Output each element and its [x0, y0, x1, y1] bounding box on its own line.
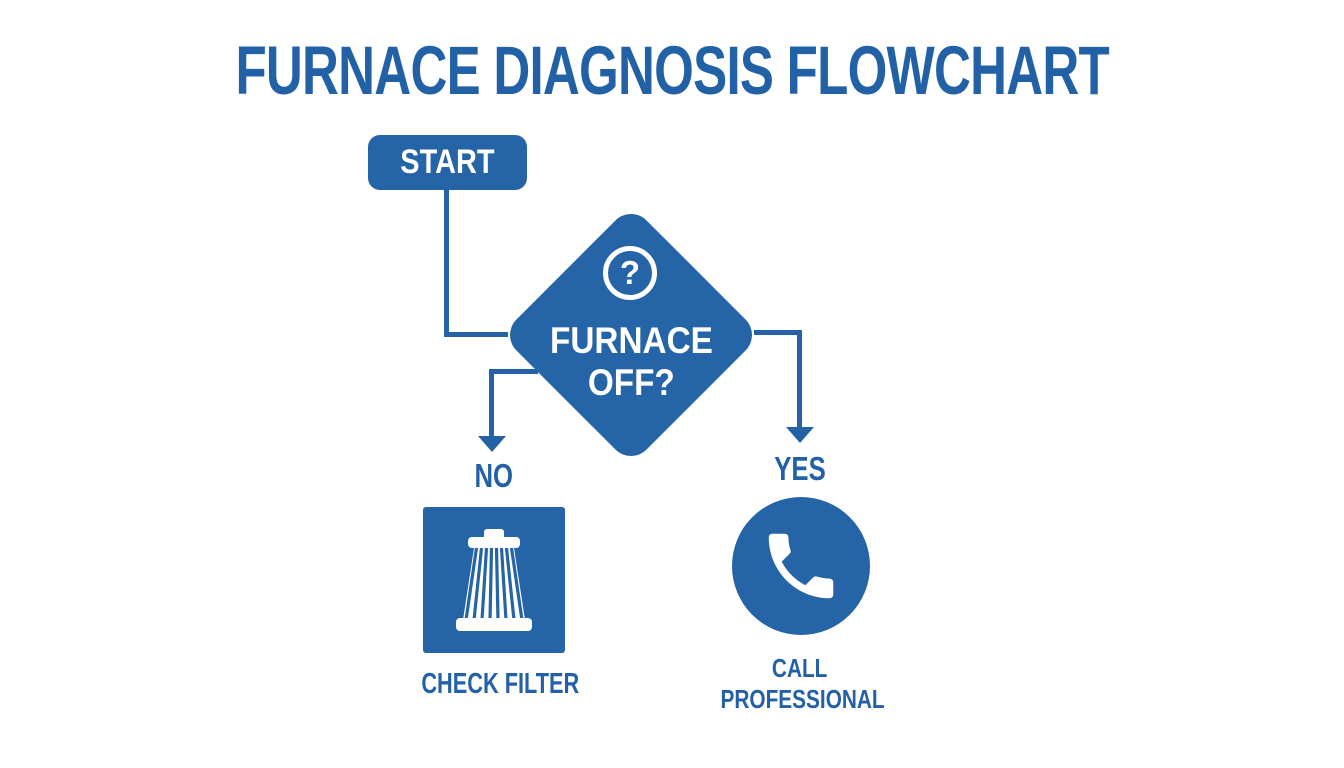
check-filter-label: CHECK FILTER — [421, 668, 580, 700]
start-node: START — [368, 135, 527, 190]
call-professional-label-line1: CALL — [772, 653, 828, 683]
connector-no-vertical — [489, 369, 494, 437]
check-filter-node — [423, 507, 565, 653]
call-professional-label-line2: PROFESSIONAL — [720, 684, 885, 714]
decision-label-line2: OFF? — [587, 362, 675, 403]
decision-label-line1: FURNACE — [549, 320, 713, 361]
yes-arrowhead-icon — [786, 427, 814, 443]
yes-branch-label: YES — [774, 450, 826, 487]
question-mark-glyph: ? — [619, 254, 641, 291]
no-branch-label: NO — [474, 457, 514, 494]
connector-start-vertical — [444, 189, 449, 337]
connector-yes-horizontal — [754, 330, 802, 335]
start-node-label: START — [400, 143, 495, 181]
connector-no-horizontal — [489, 369, 538, 374]
connector-yes-vertical — [797, 330, 802, 428]
page-title-text: FURNACE DIAGNOSIS FLOWCHART — [235, 32, 1109, 109]
call-professional-node — [732, 497, 870, 635]
page-title: FURNACE DIAGNOSIS FLOWCHART — [0, 36, 1344, 105]
phone-icon — [768, 533, 834, 599]
question-mark-icon: ? — [603, 246, 657, 300]
connector-start-horizontal — [444, 332, 508, 337]
no-arrowhead-icon — [478, 436, 506, 452]
air-filter-icon — [456, 529, 532, 631]
